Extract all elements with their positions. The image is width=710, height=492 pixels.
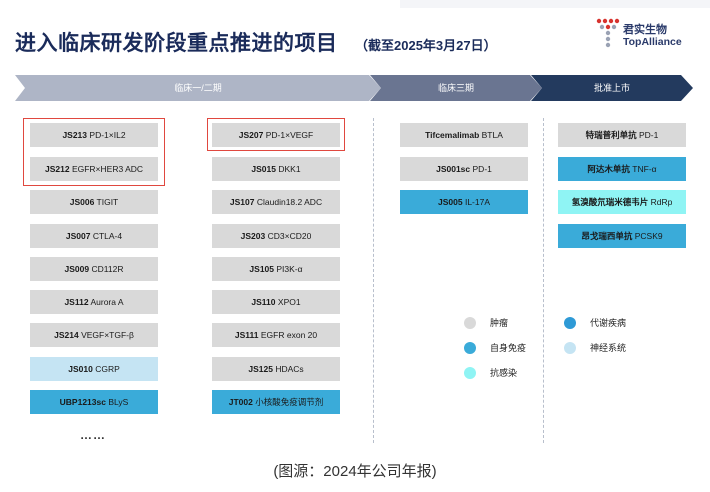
- phase-label-approved: 批准上市: [593, 83, 630, 93]
- project-box: 特瑞普利单抗 PD-1: [558, 123, 686, 147]
- highlight-frame: [207, 118, 345, 151]
- project-box: JS015 DKK1: [212, 157, 340, 181]
- project-box: JS212 EGFR×HER3 ADC: [30, 157, 158, 181]
- project-box: JS112 Aurora A: [30, 290, 158, 314]
- project-box: 昂戈瑞西单抗 PCSK9: [558, 224, 686, 248]
- logo-name-cn: 君实生物: [623, 24, 667, 36]
- project-box: Tifcemalimab BTLA: [400, 123, 528, 147]
- company-logo: 君实生物 TopAlliance: [596, 18, 696, 60]
- project-box: JS110 XPO1: [212, 290, 340, 314]
- project-box: JS105 PI3K-α: [212, 257, 340, 281]
- phase-label-1-2: 临床一/二期: [174, 83, 222, 93]
- project-box: JS214 VEGF×TGF-β: [30, 323, 158, 347]
- highlight-frame: [23, 118, 165, 186]
- legend-dot: [464, 367, 476, 379]
- project-box: JS111 EGFR exon 20: [212, 323, 340, 347]
- phase-arrow-3: 临床三期: [370, 75, 542, 101]
- phase-label-3: 临床三期: [437, 83, 474, 93]
- project-box: JS010 CGRP: [30, 357, 158, 381]
- project-box: JS006 TIGIT: [30, 190, 158, 214]
- project-box: 阿达木单抗 TNF-α: [558, 157, 686, 181]
- phase-arrow-1-2: 临床一/二期: [15, 75, 381, 101]
- project-box: JT002 小核酸免疫调节剂: [212, 390, 340, 414]
- project-box: JS007 CTLA-4: [30, 224, 158, 248]
- legend-dot: [564, 342, 576, 354]
- legend-dot: [464, 317, 476, 329]
- phase-arrow-approved: 批准上市: [531, 75, 693, 101]
- project-box: JS125 HDACs: [212, 357, 340, 381]
- project-box: JS001sc PD-1: [400, 157, 528, 181]
- project-box: JS107 Claudin18.2 ADC: [212, 190, 340, 214]
- legend-dot: [464, 342, 476, 354]
- project-box: JS009 CD112R: [30, 257, 158, 281]
- slide-title: 进入临床研发阶段重点推进的项目: [15, 32, 338, 55]
- project-box: 氢溴酸氘瑞米德韦片 RdRp: [558, 190, 686, 214]
- project-box: JS213 PD-1×IL2: [30, 123, 158, 147]
- logo-dots-icon: [596, 18, 620, 48]
- project-box: JS207 PD-1×VEGF: [212, 123, 340, 147]
- top-strip: [400, 0, 710, 8]
- date-note: （截至2025年3月27日）: [355, 38, 497, 53]
- legend-dot: [564, 317, 576, 329]
- project-box: JS005 IL-17A: [400, 190, 528, 214]
- divider-approved: [543, 118, 544, 443]
- image-caption: (图源：2024年公司年报): [273, 463, 437, 480]
- project-box: JS203 CD3×CD20: [212, 224, 340, 248]
- logo-name-en: TopAlliance: [623, 36, 682, 48]
- project-box: UBP1213sc BLyS: [30, 390, 158, 414]
- more-ellipsis: ……: [80, 428, 106, 442]
- slide: 进入临床研发阶段重点推进的项目 （截至2025年3月27日） 君实生物 TopA…: [15, 0, 710, 443]
- divider-phase3: [373, 118, 374, 443]
